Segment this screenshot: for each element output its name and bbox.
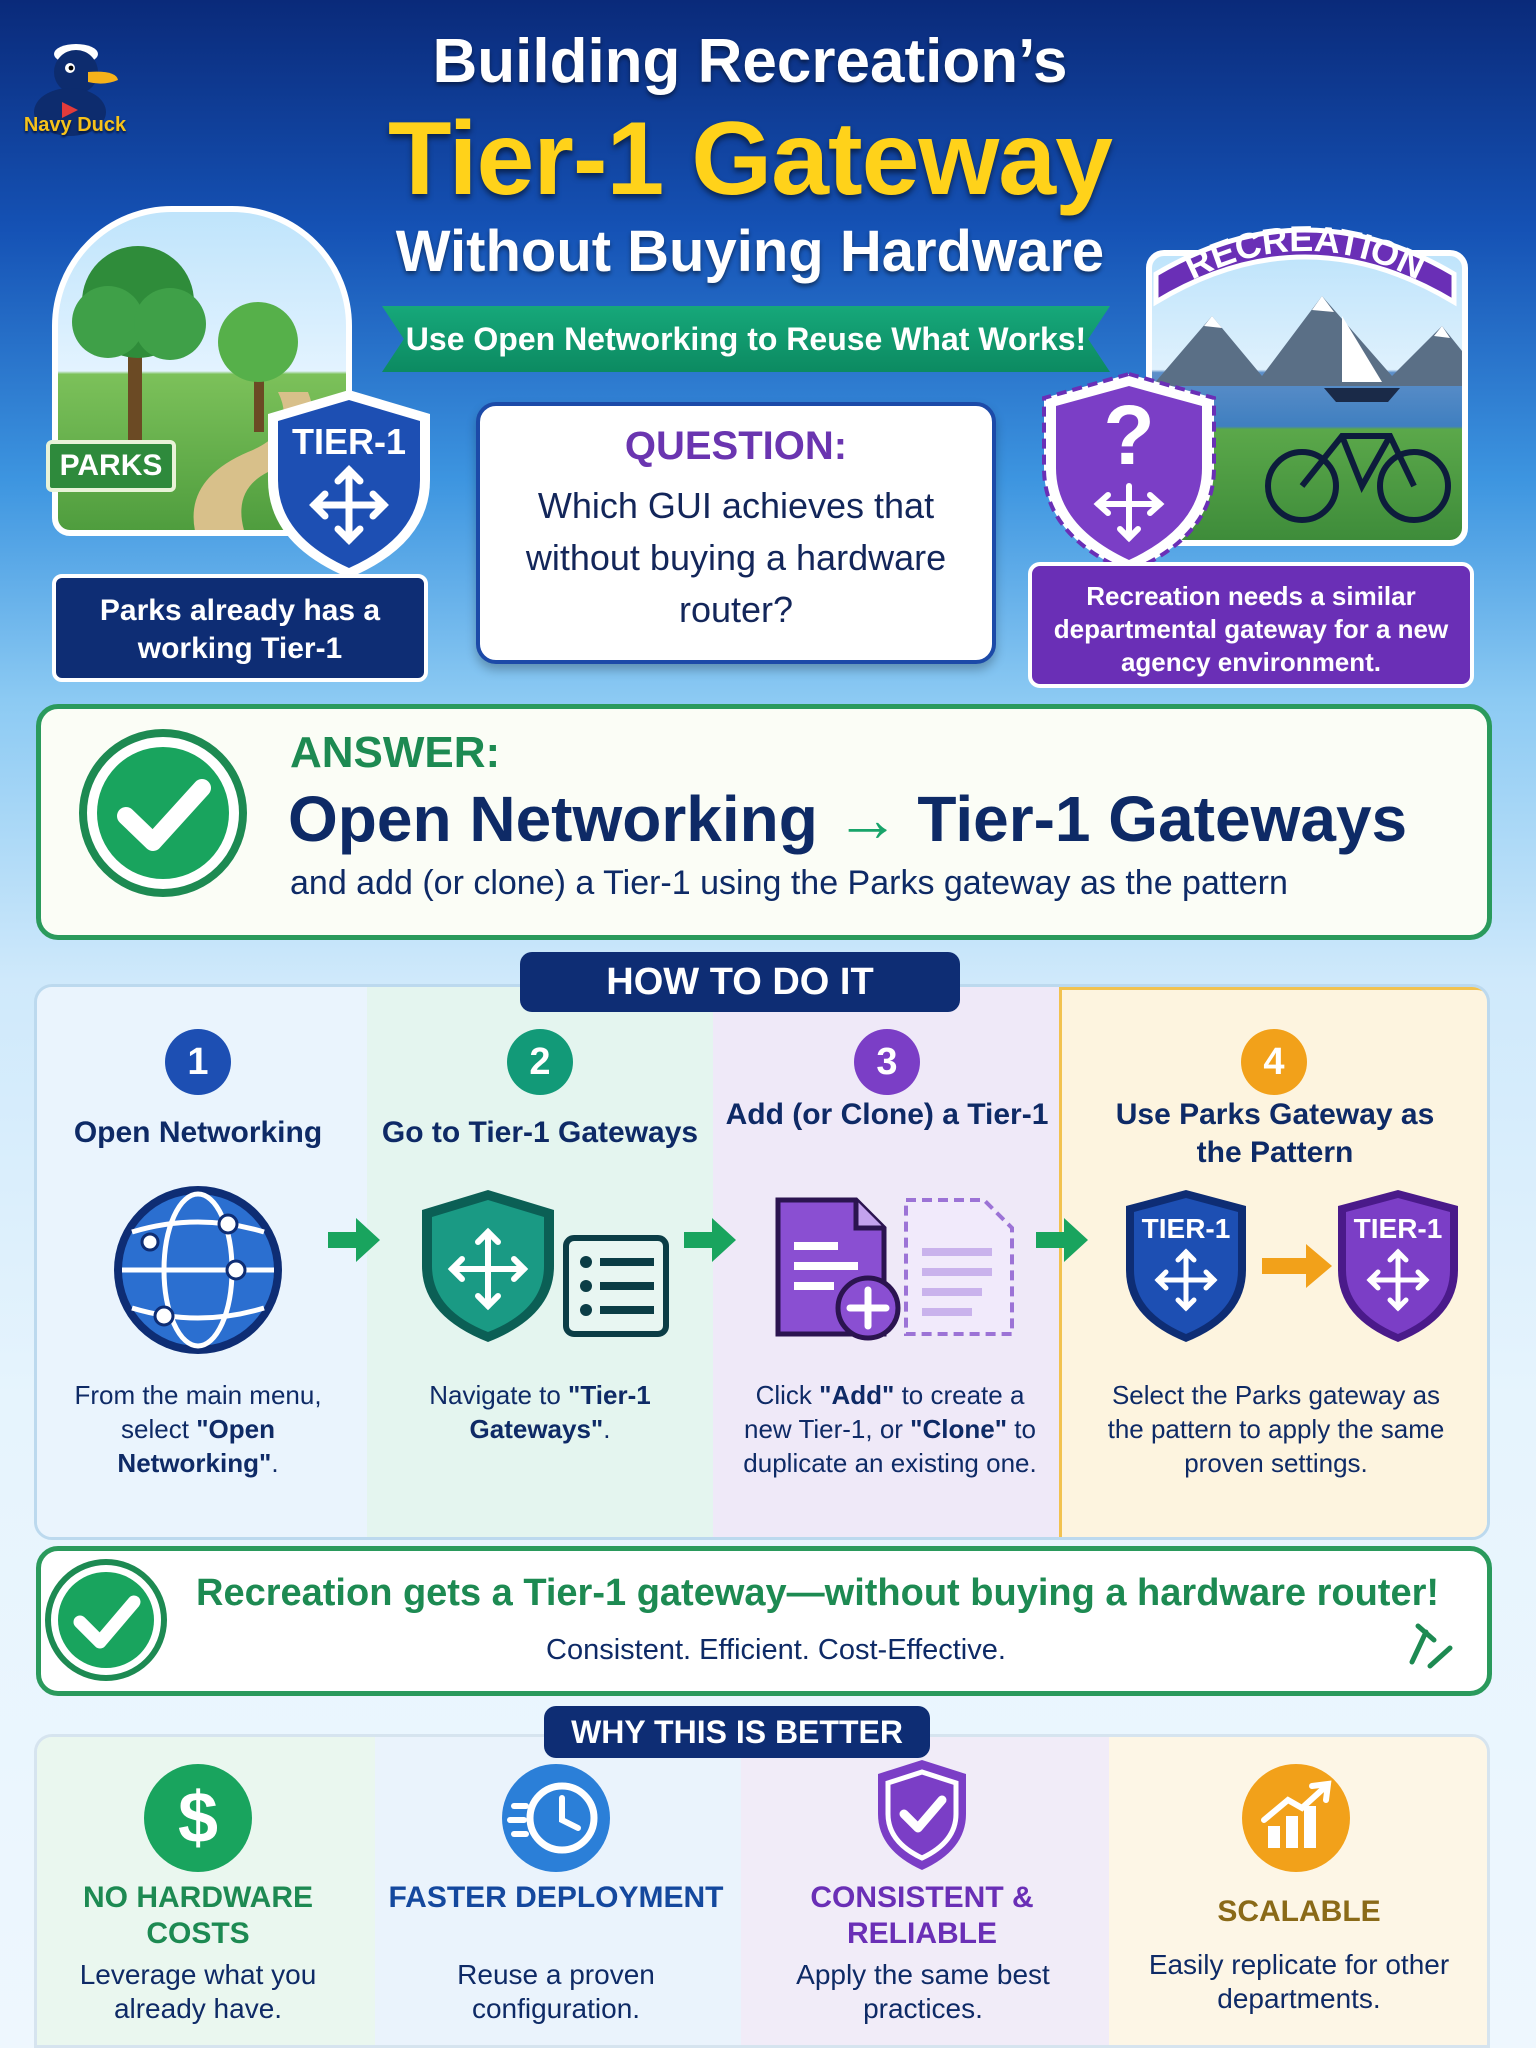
answer-main: Open Networking → Tier-1 Gateways: [288, 782, 1468, 856]
step-2-desc-pre: Navigate to: [429, 1380, 569, 1410]
dollar-icon: $: [144, 1764, 252, 1872]
logo-text: Navy Duck: [23, 114, 127, 136]
why-3-desc: Apply the same best practices.: [796, 1959, 1050, 2024]
step-3-desc: Click "Add" to create a new Tier-1, or "…: [730, 1378, 1050, 1480]
answer-main-left: Open Networking: [288, 783, 818, 855]
step-2-number: 2: [507, 1029, 573, 1095]
step-2-title: Go to Tier-1 Gateways: [381, 1116, 699, 1149]
sparkle-icon: [1409, 1623, 1453, 1669]
tree-icon: [72, 246, 313, 530]
subtitle-ribbon: Use Open Networking to Reuse What Works!: [382, 306, 1110, 372]
arrow-right-icon: [684, 1218, 736, 1262]
add-clone-document-icon: [775, 1197, 1014, 1341]
step-3-desc-add: "Add": [819, 1380, 895, 1410]
globe-network-icon: [114, 1186, 282, 1354]
step-3-desc-e: to duplicate an existing one.: [743, 1414, 1037, 1478]
recreation-question-shield: ?: [1036, 368, 1222, 578]
step-3-number: 3: [854, 1029, 920, 1095]
step-4-shield-b: TIER-1: [1354, 1213, 1443, 1244]
result-subtext: Consistent. Efficient. Cost-Effective.: [546, 1634, 1006, 1666]
title-line-2: Tier-1 Gateway: [387, 101, 1113, 217]
parks-tier1-shield: TIER-1: [258, 384, 440, 584]
why-4-desc: Easily replicate for other departments.: [1148, 1949, 1450, 2014]
parks-sign: PARKS: [46, 440, 176, 492]
navy-duck-logo-icon: [34, 44, 118, 136]
step-2-desc-post: .: [603, 1414, 611, 1444]
why-4-heading: SCALABLE: [1217, 1895, 1381, 1928]
why-2-desc: Reuse a proven configuration.: [457, 1959, 655, 2024]
step-3-desc-a: Click: [755, 1380, 820, 1410]
recreation-banner: RECREATION: [1153, 222, 1457, 307]
step-1-desc-post: .: [271, 1448, 279, 1478]
parks-label: Parks already has a working Tier-1: [52, 574, 428, 682]
why-title: WHY THIS IS BETTER: [544, 1706, 930, 1758]
shield-question-icon: ?: [1042, 371, 1216, 575]
answer-card: [36, 704, 1492, 940]
recreation-banner-text: RECREATION: [1178, 222, 1432, 287]
svg-text:RECREATION: RECREATION: [1178, 222, 1432, 287]
arrow-right-icon: [328, 1218, 380, 1262]
step-1-desc-bold: "Open Networking": [117, 1414, 275, 1478]
question-card: [476, 402, 996, 664]
result-headline: Recreation gets a Tier-1 gateway—without…: [196, 1572, 1440, 1614]
mountain-lake-icon: [1152, 296, 1462, 523]
answer-arrow: →: [835, 783, 900, 855]
step-4-title: Use Parks Gateway as the Pattern: [1115, 1098, 1435, 1169]
step-4-desc: Select the Parks gateway as the pattern …: [1107, 1380, 1445, 1478]
check-icon: [45, 1559, 167, 1681]
step-2-desc-bold: "Tier-1 Gateways": [469, 1380, 651, 1444]
growth-chart-icon: [1242, 1764, 1350, 1872]
question-mark: ?: [1103, 388, 1154, 482]
check-icon: [79, 729, 247, 897]
step-4-shield-a: TIER-1: [1142, 1213, 1231, 1244]
why-3-heading: CONSISTENT & RELIABLE: [810, 1881, 1034, 1950]
fast-clock-icon: [502, 1764, 610, 1872]
step-3-desc-clone: "Clone": [910, 1414, 1008, 1444]
step-3-title: Add (or Clone) a Tier-1: [725, 1098, 1049, 1131]
why-section: [34, 1734, 1490, 2048]
parks-shield-label: TIER-1: [292, 421, 406, 462]
why-2-heading: FASTER DEPLOYMENT: [388, 1881, 724, 1914]
step-4-number: 4: [1241, 1029, 1307, 1095]
step-1-desc-pre: From the main menu, select: [74, 1380, 322, 1444]
step-2-desc: Navigate to "Tier-1 Gateways".: [380, 1378, 700, 1446]
why-1-desc: Leverage what you already have.: [79, 1959, 317, 2024]
shield-icon: TIER-1: [268, 390, 430, 578]
svg-text:$: $: [178, 1778, 218, 1858]
step-1-desc: From the main menu, select "Open Network…: [44, 1378, 352, 1480]
answer-main-right: Tier-1 Gateways: [917, 783, 1408, 855]
answer-title: ANSWER:: [290, 728, 501, 777]
tier1-to-tier1-icon: TIER-1 TIER-1: [1126, 1190, 1458, 1342]
answer-subtext: and add (or clone) a Tier-1 using the Pa…: [290, 864, 1288, 902]
recreation-label: Recreation needs a similar departmental …: [1028, 562, 1474, 688]
why-1-heading: NO HARDWARE COSTS: [83, 1881, 313, 1950]
arrow-right-icon: [1036, 1218, 1088, 1262]
how-to-title: HOW TO DO IT: [520, 952, 960, 1012]
question-title: QUESTION:: [624, 424, 848, 468]
step-1-title: Open Networking: [73, 1116, 323, 1149]
step-1-number: 1: [165, 1029, 231, 1095]
question-text: Which GUI achieves that without buying a…: [525, 485, 947, 630]
shield-check-icon: [878, 1760, 966, 1870]
result-card: [36, 1546, 1492, 1696]
title-line-1: Building Recreation’s: [432, 27, 1068, 96]
title-line-3: Without Buying Hardware: [395, 219, 1105, 284]
step-3-desc-c: to create a new Tier-1, or: [744, 1380, 1025, 1444]
shield-list-icon: [422, 1190, 669, 1342]
